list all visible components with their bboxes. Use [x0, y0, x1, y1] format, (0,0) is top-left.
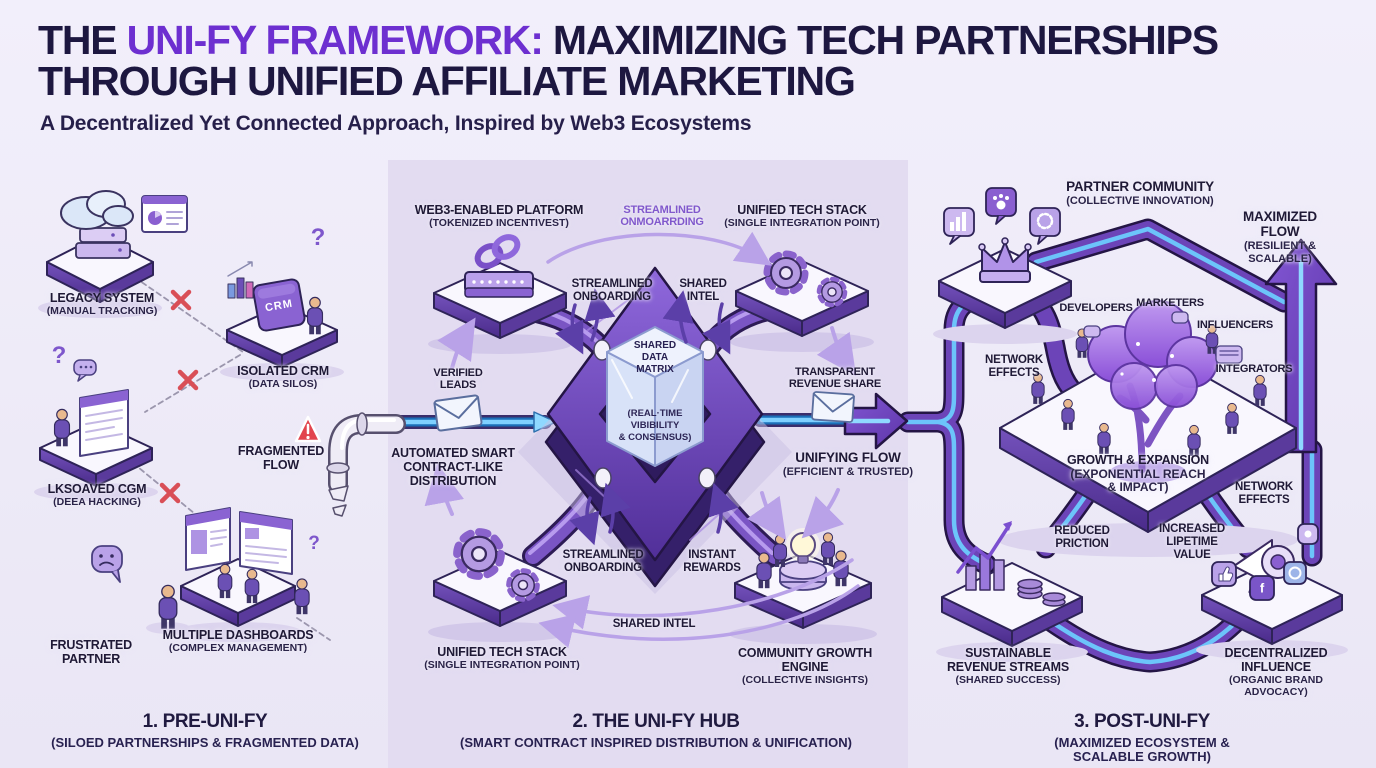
chart-bubble-icon: [943, 207, 975, 245]
bar-chart-icon: [227, 261, 254, 299]
maximized-flow-arrow: [1264, 238, 1338, 454]
label-unifying-flow: UNIFYING FLOW(EFFICIENT & TRUSTED): [782, 450, 914, 479]
label-streamlined-onboarding-bottom: STREAMLINED ONBOARDING: [562, 549, 644, 574]
page-subtitle: A Decentralized Yet Connected Approach, …: [40, 112, 752, 135]
unifying-flow-arrow: [843, 392, 909, 450]
gear-icon: [509, 571, 538, 600]
label-automated-distribution: AUTOMATED SMART CONTRACT-LIKE DISTRIBUTI…: [391, 446, 515, 488]
multiple-dashboards-platform: [174, 507, 310, 642]
post-unify-pipe-network: [897, 218, 1338, 673]
unified-stack-top-platform: [730, 254, 874, 352]
unified-stack-bottom-platform: [428, 532, 572, 642]
label-shared-intel-bottom: SHARED INTEL: [612, 618, 696, 630]
warning-triangle-icon: [294, 415, 322, 443]
label-streamlined-onmoarrding: STREAMLINED ONMOARRDING: [620, 204, 704, 229]
dial-bubble-icon: [1029, 207, 1061, 245]
speech-bubble-icon: [73, 359, 97, 382]
label-web3-platform: WEB3-ENABLED PLATFORM(TOKENIZED INCENTIV…: [414, 203, 584, 229]
growth-tree-platform: [998, 300, 1298, 557]
label-marketers: MARKETERS: [1136, 297, 1204, 309]
shared-data-matrix-cube: [606, 326, 704, 467]
sustainable-revenue-platform: [936, 521, 1088, 662]
caption-pre-unify: 1. PRE-UNI-FY(SILOED PARTNERSHIPS & FRAG…: [51, 711, 359, 750]
fragmented-pipe: [326, 412, 406, 517]
broken-link-x-icon: [180, 372, 196, 388]
lavender-flow-arcs: [424, 231, 860, 648]
paw-bubble-icon: [985, 187, 1017, 225]
question-mark-icon: ?: [308, 533, 320, 554]
gear-icon: [819, 279, 845, 305]
title-rest: MAXIMIZING TECH PARTNERSHIPS THROUGH UNI…: [38, 17, 1219, 104]
gear-icon: [767, 254, 805, 292]
flow-arrows: [555, 288, 739, 546]
coins-icon: [1017, 578, 1066, 607]
lightbulb-icon: [779, 528, 827, 591]
caption-post-unify: 3. POST-UNI-FY(MAXIMIZED ECOSYSTEM & SCA…: [1054, 711, 1230, 765]
label-developers: DEVELOPERS: [1059, 302, 1133, 314]
label-decentralized-influence: DECENTRALIZED INFLUENCE(ORGANIC BRAND AD…: [1224, 646, 1328, 698]
label-unified-stack-bottom: UNIFIED TECH STACK(SINGLE INTEGRATION PO…: [424, 645, 580, 671]
isolated-crm-platform: [220, 261, 344, 381]
thumbs-up-chip-icon: [1211, 561, 1237, 587]
label-verified-leads: VERIFIED LEADS: [433, 367, 483, 392]
label-partner-community: PARTNER COMMUNITY(COLLECTIVE INNOVATION): [1066, 179, 1214, 208]
question-mark-icon: ?: [51, 342, 67, 369]
analytics-monitor-icon: [141, 195, 188, 233]
broken-link-x-icon: [173, 292, 189, 308]
facebook-chip-icon: [1249, 575, 1275, 601]
label-maximized-flow: MAXIMIZED FLOW(RESILIENT & SCALABLE): [1243, 209, 1317, 265]
camera-chip-icon: [1283, 561, 1307, 585]
browser-window-icon: [79, 389, 129, 457]
social-chip-icon: [1297, 523, 1319, 545]
label-realtime-visibility: (REAL·TIME VIBIBILITY & CONSENSUS): [618, 408, 692, 443]
crown-icon: [978, 237, 1032, 283]
crm-cube-icon: [252, 278, 306, 332]
gear-icon: [457, 532, 501, 576]
label-isolated-crm: ISOLATED CRM(DATA SILOS): [237, 364, 329, 390]
label-network-effects-right: NETWORK EFFECTS: [1234, 481, 1294, 506]
facebook-f-glyph: f: [1259, 580, 1265, 596]
label-shared-intel-top: SHARED INTEL: [679, 278, 727, 303]
sad-face-bubble-icon: [91, 545, 123, 583]
label-increased-ltv: INCREASED LIPETIME VALUE: [1159, 523, 1225, 561]
label-multiple-dashboards: MULTIPLE DASHBOARDS(COMPLEX MANAGEMENT): [162, 628, 314, 654]
revenue-envelope-icon: [810, 390, 856, 424]
label-network-effects-left: NETWORK EFFECTS: [984, 354, 1044, 379]
title-highlight: UNI-FY FRAMEWORK:: [126, 17, 544, 63]
label-unified-stack-top: UNIFIED TECH STACK(SINGLE INTEGRATION PO…: [724, 203, 880, 229]
label-fragmented-flow: FRAGMENTED FLOW: [237, 444, 325, 472]
partner-community-platform: [933, 187, 1077, 344]
label-legacy-system: LEGACY SYSTEM(MANUAL TRACKING): [46, 291, 158, 317]
label-reduced-friction: REDUCED PRICTION: [1054, 525, 1110, 550]
frustrated-partner-figure: [91, 545, 190, 634]
question-mark-icon: ?: [310, 224, 326, 251]
label-shared-data-matrix: SHARED DATA MATRIX: [633, 340, 677, 375]
broken-link-x-icon: [162, 485, 178, 501]
caption-unify-hub: 2. THE UNI-FY HUB(SMART CONTRACT INSPIRE…: [460, 711, 852, 750]
label-community-growth-engine: COMMUNITY GROWTH ENGINE(COLLECTIVE INSIG…: [737, 646, 873, 686]
role-speech-bubbles: [1083, 311, 1243, 364]
web3-platform: [428, 234, 572, 354]
verified-leads-envelope-icon: [433, 394, 483, 432]
page-title: THE UNI-FY FRAMEWORK: MAXIMIZING TECH PA…: [38, 20, 1358, 102]
label-frustrated-partner: FRUSTRATED PARTNER: [50, 638, 132, 666]
label-sustainable-revenue: SUSTAINABLE REVENUE STREAMS(SHARED SUCCE…: [946, 646, 1070, 686]
label-transparent-revenue-share: TRANSPARENT REVENUE SHARE: [788, 366, 882, 391]
siloed-browser-platform: [34, 359, 158, 501]
title-prefix: THE: [38, 17, 127, 63]
growth-chart-icon: [956, 521, 1012, 591]
label-isolated-crm-2: LKSOAVED CGM(DEEA HACKING): [47, 482, 147, 508]
cloud-icon: [60, 190, 134, 230]
label-growth-expansion: GROWTH & EXPANSION(EXPONENTIAL REACH & I…: [1066, 453, 1210, 495]
chain-link-icon: [474, 234, 521, 269]
label-influencers: INFLUENCERS: [1196, 319, 1274, 331]
glowing-tree-icon: [1087, 300, 1218, 474]
decentralized-influence-platform: [1196, 523, 1348, 660]
label-streamlined-onboarding-top: STREAMLINED ONBOARDING: [571, 278, 653, 303]
label-integrators: INTEGRATORS: [1215, 363, 1293, 375]
label-instant-rewards: INSTANT REWARDS: [683, 549, 741, 574]
legacy-system-platform: [38, 190, 188, 318]
